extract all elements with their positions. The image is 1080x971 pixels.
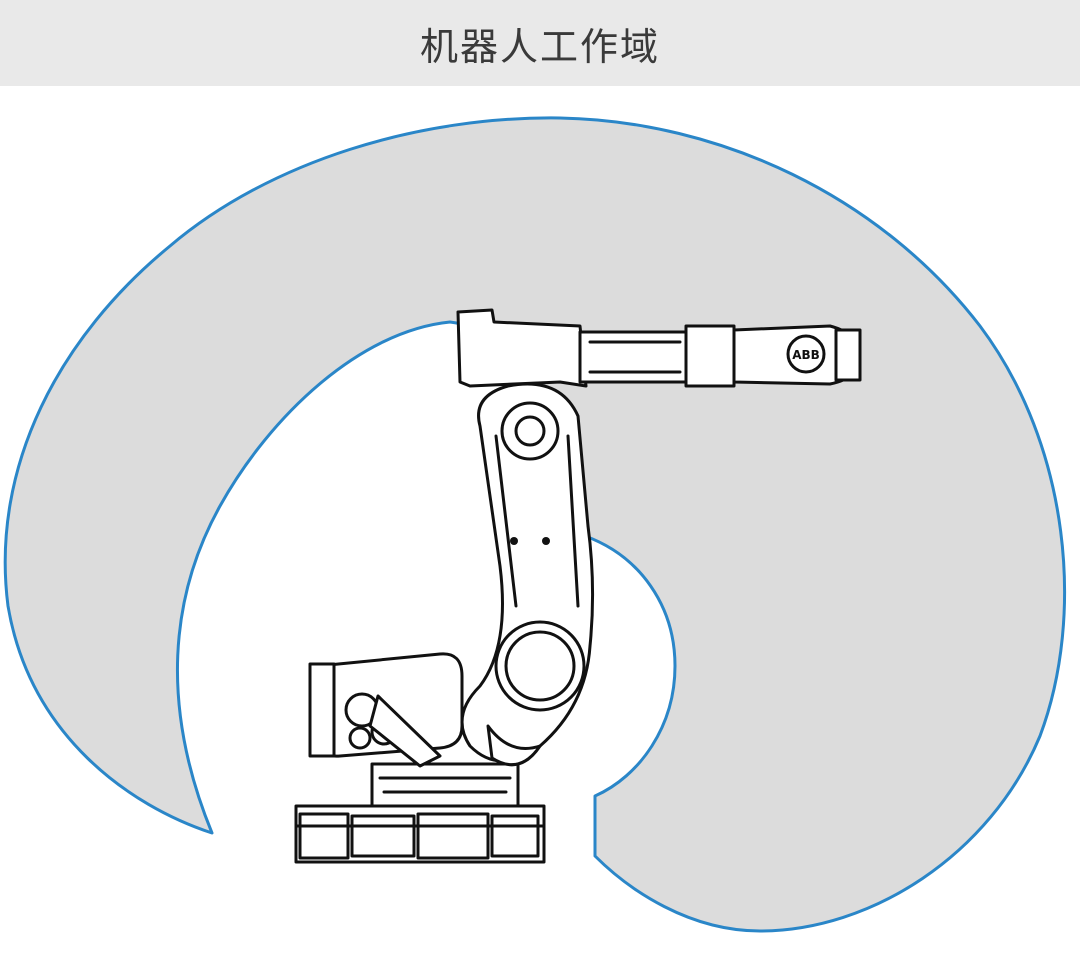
industrial-robot-drawing: ABB [294, 308, 862, 864]
page-title: 机器人工作域 [419, 24, 660, 69]
work-envelope-figure: ABB [0, 86, 1080, 971]
robot-counterweight [308, 652, 464, 768]
work-envelope-area [3, 116, 1067, 933]
robot-lower-arm [460, 382, 595, 767]
robot-upper-arm: ABB [456, 308, 862, 388]
robot-base [294, 762, 546, 864]
abb-logo: ABB [792, 348, 820, 362]
work-envelope-diagram: ABB [3, 116, 1067, 933]
title-bar: 机器人工作域 [0, 0, 1080, 86]
